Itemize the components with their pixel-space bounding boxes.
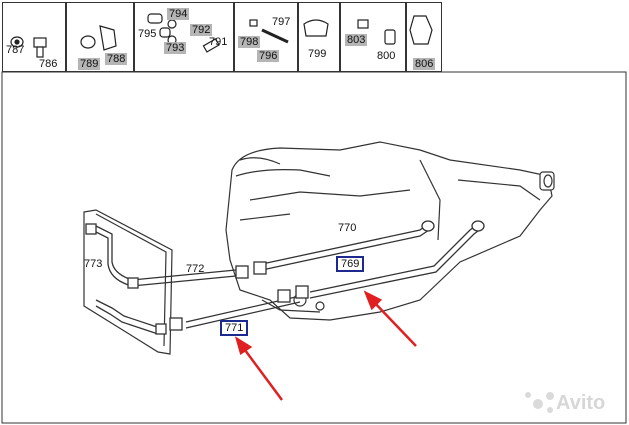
part-796-label: 796 xyxy=(257,50,280,62)
part-788-label: 788 xyxy=(105,53,128,65)
part-770-label: 770 xyxy=(338,222,357,234)
grommet-icon xyxy=(80,35,96,49)
part-806-label: 806 xyxy=(413,58,436,70)
diagram-frame xyxy=(1,71,627,424)
bolt-head-icon xyxy=(33,37,47,48)
part-771-label: 771 xyxy=(220,320,249,336)
part-773-label: 773 xyxy=(84,258,103,270)
cooler-lines xyxy=(85,220,485,335)
part-789-label: 789 xyxy=(78,58,101,70)
part-792-label: 792 xyxy=(190,24,213,36)
part-797-label: 797 xyxy=(272,16,291,28)
part-795-label: 795 xyxy=(138,28,157,40)
part-787-label: 787 xyxy=(6,44,25,56)
part-800-label: 800 xyxy=(377,50,396,62)
avito-watermark: Avito xyxy=(556,392,606,414)
transmission-body xyxy=(225,141,555,321)
arrow-to-769 xyxy=(371,299,417,347)
hex-nut-icon xyxy=(249,19,258,27)
part-786-label: 786 xyxy=(39,58,58,70)
arrow-to-771 xyxy=(240,345,284,401)
sleeve-icon xyxy=(147,13,163,24)
part-791-label: 791 xyxy=(209,36,228,48)
part-772-label: 772 xyxy=(186,263,205,275)
part-793-label: 793 xyxy=(164,42,187,54)
part-769-label: 769 xyxy=(336,256,365,272)
clamp-icon xyxy=(303,19,329,37)
part-798-label: 798 xyxy=(238,36,261,48)
arrowhead-769 xyxy=(363,290,383,311)
part-803-label: 803 xyxy=(345,34,368,46)
red-arrows xyxy=(234,290,417,401)
fitting-icon xyxy=(357,19,369,29)
header-part-icons xyxy=(10,13,433,58)
bracket-icon xyxy=(99,25,117,51)
part-794-label: 794 xyxy=(167,8,190,20)
avito-logo xyxy=(525,392,554,413)
part-799-label: 799 xyxy=(308,48,327,60)
mount-bracket-icon xyxy=(409,15,433,45)
arrowhead-771 xyxy=(234,336,253,355)
